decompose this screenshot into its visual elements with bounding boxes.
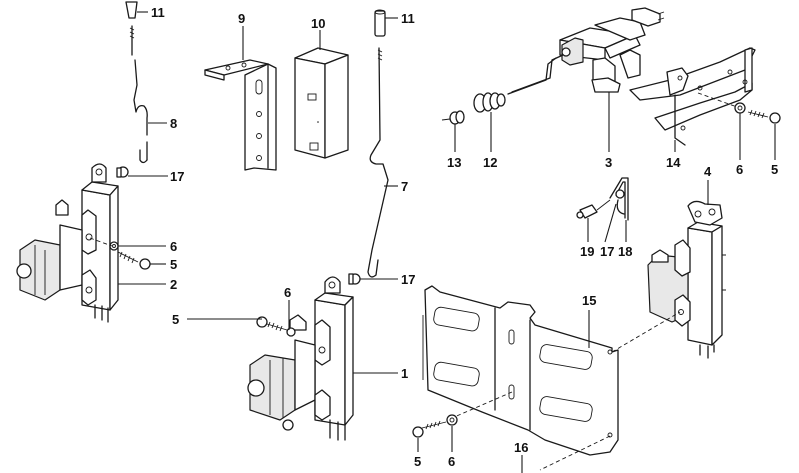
callout-5-bottom: 5 [414, 454, 421, 469]
part-5-screw-left [117, 251, 151, 270]
callout-19: 19 [580, 244, 594, 259]
part-11-cap-center [374, 9, 386, 37]
callout-5-left: 5 [170, 257, 177, 272]
callout-5-right: 5 [771, 162, 778, 177]
part-5-screw-right [747, 109, 781, 124]
callout-11-left: 11 [151, 5, 165, 20]
callout-6-right: 6 [736, 162, 743, 177]
part-3-actuator-trunk [559, 7, 665, 93]
part-12-grommet [473, 92, 506, 113]
part-17-clip-left [116, 166, 129, 178]
callout-6-bottom: 6 [448, 454, 455, 469]
callout-7: 7 [401, 179, 408, 194]
callout-10: 10 [311, 16, 325, 31]
part-10-control-unit [294, 47, 349, 159]
leader-lines [118, 11, 776, 473]
callout-16: 16 [514, 440, 528, 455]
callout-13: 13 [447, 155, 461, 170]
part-17-clip-center [348, 273, 361, 285]
callout-8: 8 [170, 116, 177, 131]
part-9-bracket [204, 59, 277, 171]
part-15-base-plate [422, 285, 619, 456]
part-19-switch [576, 199, 611, 219]
callout-3: 3 [605, 155, 612, 170]
part-2-actuator-left [16, 163, 119, 323]
part-6-washer-center [286, 327, 296, 337]
part-5-screw-bottom [412, 420, 447, 438]
part-17-clip-right [615, 189, 625, 215]
callout-4: 4 [704, 164, 712, 179]
callout-9: 9 [238, 11, 245, 26]
callout-15: 15 [582, 293, 596, 308]
callout-6-left: 6 [170, 239, 177, 254]
callout-17-center: 17 [401, 272, 415, 287]
callout-17-left: 17 [170, 169, 184, 184]
callout-14: 14 [666, 155, 681, 170]
part-7-rod [367, 47, 389, 278]
callout-17-right: 17 [600, 244, 614, 259]
part-13-nut [441, 110, 465, 125]
callout-6-center: 6 [284, 285, 291, 300]
callout-labels: 11 8 17 6 5 2 9 10 11 7 17 5 6 1 13 12 3… [151, 5, 778, 469]
callout-11-center: 11 [401, 11, 415, 26]
part-6-washer-right [734, 102, 746, 114]
callout-12: 12 [483, 155, 497, 170]
part-8-rod [129, 25, 148, 164]
callout-5-center: 5 [172, 312, 179, 327]
callout-2: 2 [170, 277, 177, 292]
part-18-rod [609, 177, 629, 221]
part-14-mounting-bracket [629, 47, 756, 146]
callout-18: 18 [618, 244, 632, 259]
callout-1: 1 [401, 366, 408, 381]
cable-rod-3 [507, 54, 564, 95]
part-11-cap-left [125, 1, 138, 19]
part-1-actuator-center [247, 276, 354, 441]
part-6-washer-bottom [446, 414, 458, 426]
part-4-actuator-right [647, 200, 726, 359]
